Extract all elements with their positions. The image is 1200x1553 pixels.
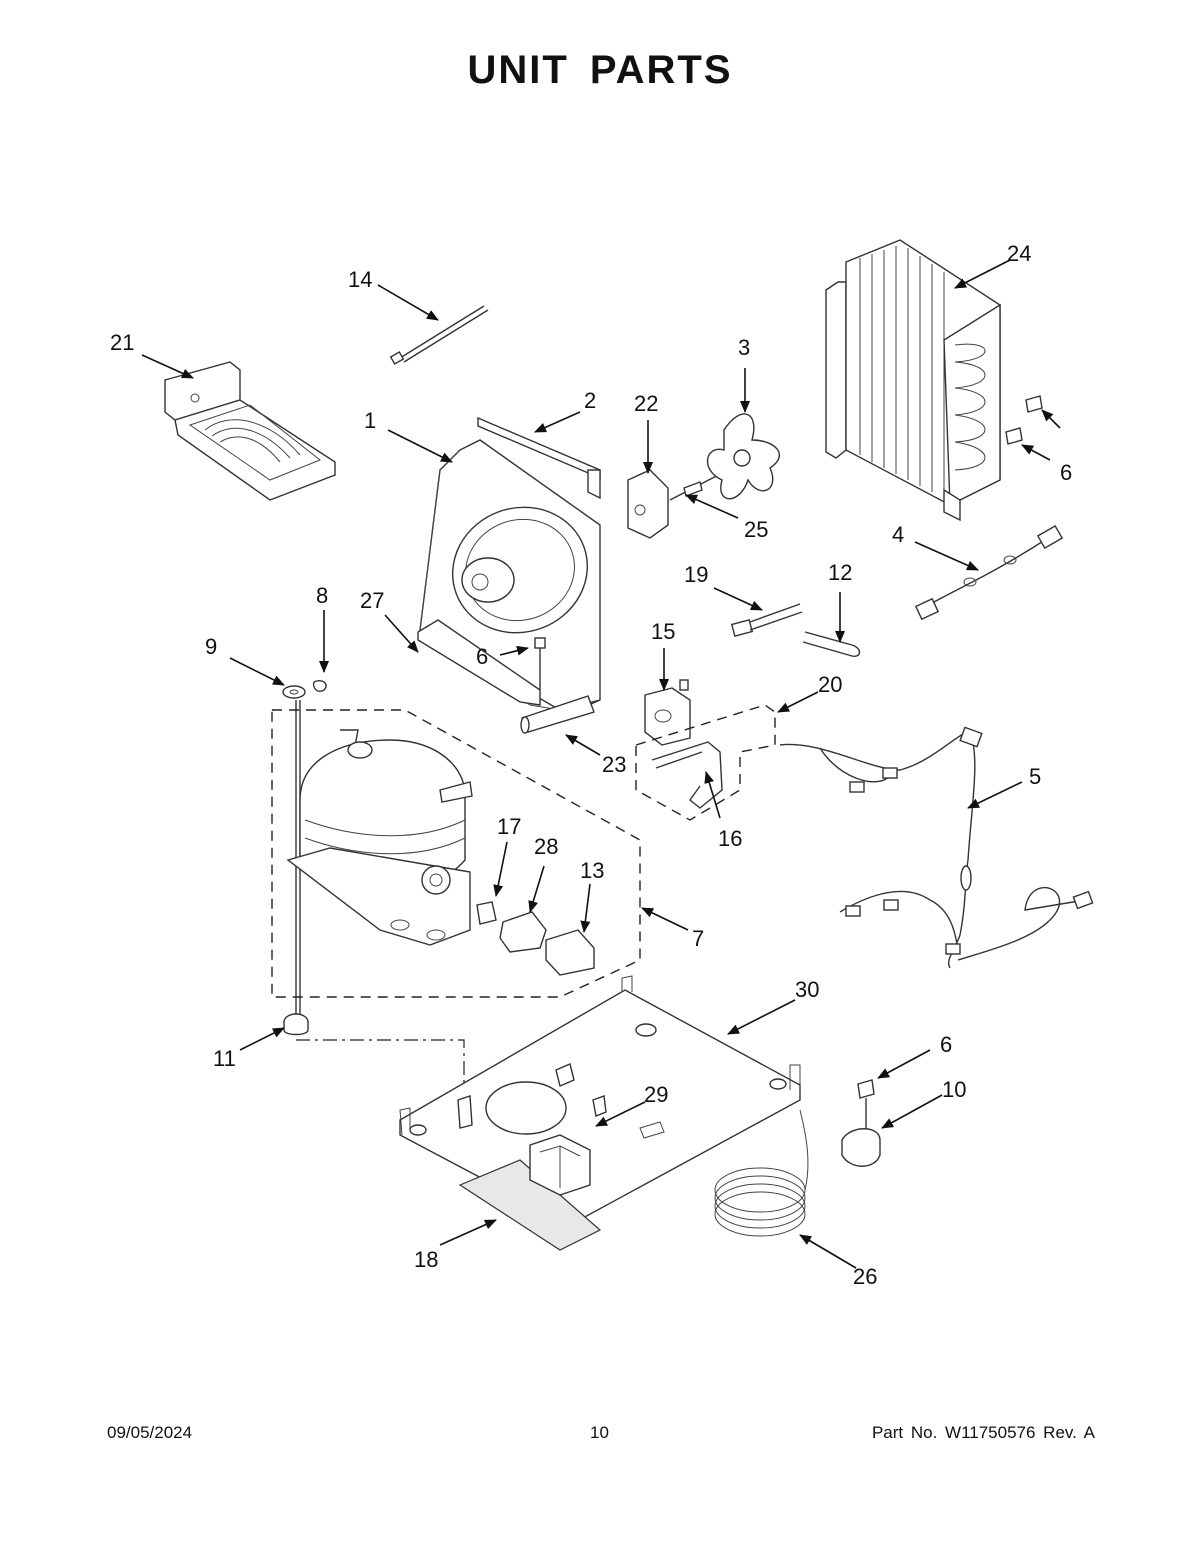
footer-part-number: Part No. W11750576 Rev. A bbox=[871, 1423, 1095, 1442]
callout-5: 5 bbox=[1029, 764, 1041, 789]
callout-15: 15 bbox=[651, 619, 675, 644]
callout-6-condenser-upper: 6 bbox=[1060, 460, 1072, 485]
callout-2: 2 bbox=[584, 388, 596, 413]
tie-strap-drawing bbox=[389, 305, 489, 365]
callout-7: 7 bbox=[692, 926, 704, 951]
condenser-coil-drawing bbox=[825, 239, 1043, 522]
callout-3: 3 bbox=[738, 335, 750, 360]
callout-29: 29 bbox=[644, 1082, 668, 1107]
callout-8: 8 bbox=[316, 583, 328, 608]
page-title: UNIT PARTS bbox=[467, 48, 733, 92]
callout-13: 13 bbox=[580, 858, 604, 883]
callout-27: 27 bbox=[360, 588, 384, 613]
foam-strip-drawing bbox=[477, 416, 601, 500]
compressor-assembly-drawing bbox=[271, 709, 641, 998]
callout-16: 16 bbox=[718, 826, 742, 851]
callout-11: 11 bbox=[213, 1046, 236, 1071]
callout-30: 30 bbox=[795, 977, 819, 1002]
callout-6-shroud: 6 bbox=[476, 644, 488, 669]
callout-24: 24 bbox=[1007, 241, 1031, 266]
fan-motor-drawing bbox=[627, 413, 781, 539]
callout-14: 14 bbox=[348, 267, 372, 292]
callout-10: 10 bbox=[942, 1077, 966, 1102]
footer-date: 09/05/2024 bbox=[107, 1423, 193, 1442]
main-harness-drawing bbox=[779, 726, 1094, 969]
callout-21: 21 bbox=[110, 330, 134, 355]
callout-12: 12 bbox=[828, 560, 852, 585]
callout-22: 22 bbox=[634, 391, 658, 416]
callout-leaders bbox=[141, 259, 1061, 1269]
callout-26: 26 bbox=[853, 1264, 877, 1289]
callout-9: 9 bbox=[205, 634, 217, 659]
parts-19-12-drawing bbox=[730, 603, 861, 657]
callout-4: 4 bbox=[892, 522, 904, 547]
clamp-screw-drawing bbox=[841, 1079, 881, 1167]
callout-6-clamp: 6 bbox=[940, 1032, 952, 1057]
callout-25: 25 bbox=[744, 517, 768, 542]
filter-drier-drawing bbox=[520, 695, 601, 734]
callout-20: 20 bbox=[818, 672, 842, 697]
harness-4-drawing bbox=[914, 524, 1064, 621]
callout-23: 23 bbox=[602, 752, 626, 777]
callout-18: 18 bbox=[414, 1247, 438, 1272]
base-pan-drawing bbox=[399, 975, 809, 1251]
callout-labels: 1 2 3 4 5 6 6 6 6 7 8 9 10 11 12 13 14 1… bbox=[110, 241, 1072, 1289]
solenoid-drawing bbox=[635, 679, 776, 821]
callout-19: 19 bbox=[684, 562, 708, 587]
callout-28: 28 bbox=[534, 834, 558, 859]
drain-pan-drawing bbox=[164, 361, 336, 501]
callout-17: 17 bbox=[497, 814, 521, 839]
fan-shroud-drawing bbox=[417, 439, 601, 711]
callout-1: 1 bbox=[364, 408, 376, 433]
footer-page-number: 10 bbox=[590, 1423, 609, 1442]
